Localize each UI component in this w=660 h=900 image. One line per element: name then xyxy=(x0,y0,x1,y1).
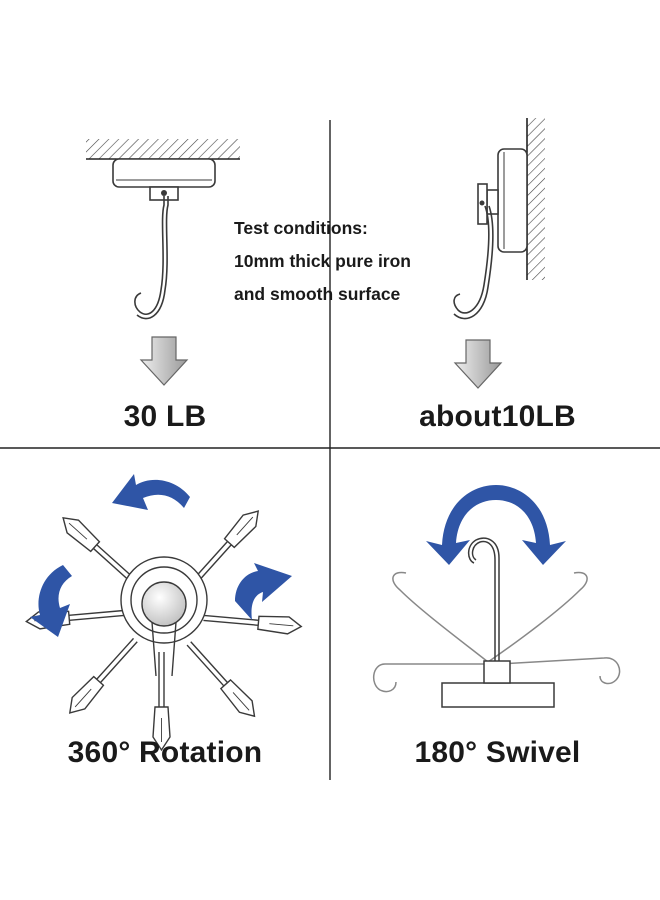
swivel-caption: 180° Swivel xyxy=(414,736,581,769)
grid-dividers xyxy=(0,120,660,780)
test-conditions-title: Test conditions: xyxy=(234,218,368,238)
test-conditions-material: 10mm thick pure iron xyxy=(234,251,411,271)
swivel-arrow-icon xyxy=(426,485,566,565)
rotate-arrow-icon xyxy=(30,474,292,637)
swiveling-hook-icon xyxy=(373,537,621,708)
ceiling-load-caption: 30 LB xyxy=(123,400,207,433)
ceiling-mounted-hook-icon xyxy=(86,139,240,320)
load-down-arrow-icon xyxy=(453,339,503,389)
load-down-arrow-icon xyxy=(139,336,189,386)
wall-load-caption: about10LB xyxy=(419,400,576,433)
wall-mounted-hook-icon xyxy=(453,118,545,320)
test-conditions-note: Test conditions: 10mm thick pure iron an… xyxy=(234,212,411,311)
test-conditions-surface: and smooth surface xyxy=(234,284,401,304)
rotating-hooks-icon xyxy=(24,504,303,751)
rotation-caption: 360° Rotation xyxy=(67,736,263,769)
